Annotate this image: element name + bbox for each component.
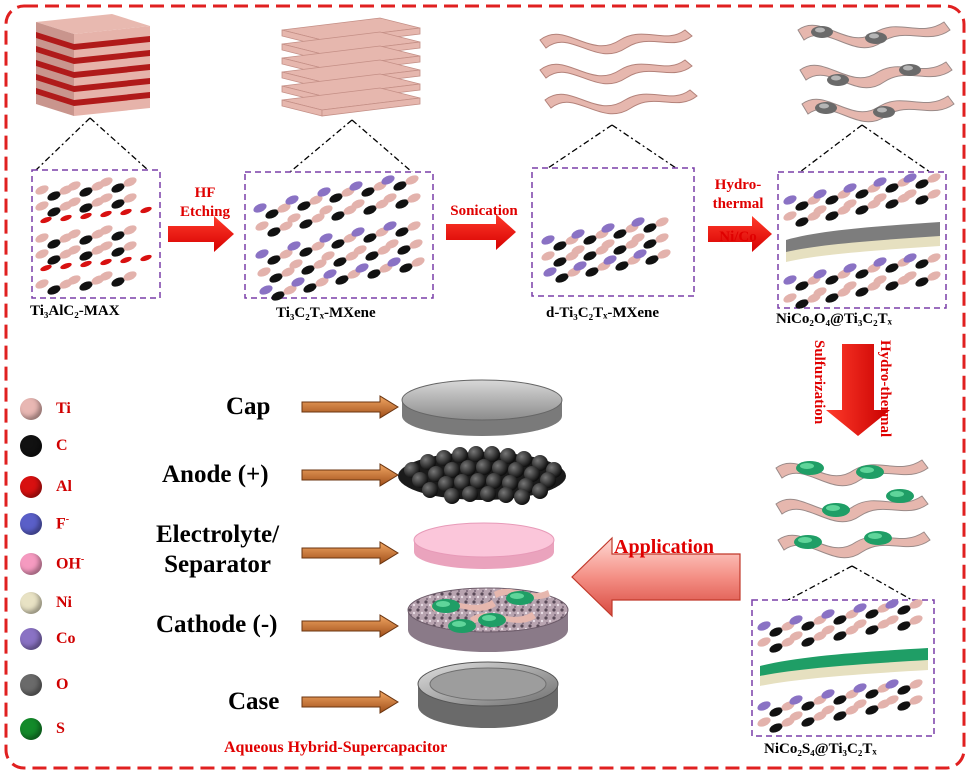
cathode-disc [407,587,569,652]
mxene-stack-illustration [281,17,421,117]
part-label-anode: Anode (+) [162,461,269,488]
hydrothermal-arrow [708,216,772,252]
legend-swatch [20,435,42,457]
legend-label: C [56,437,68,454]
legend-item: Co [20,624,76,654]
d-mxene-atomic-box [531,167,695,297]
legend-item: S [20,714,65,744]
legend-label: Co [56,630,76,647]
zoom-line [861,124,931,173]
legend-label: Ti [56,400,71,417]
part-label-cap: Cap [226,393,271,420]
nico2o4-sheets-illustration [797,21,955,123]
sulfurization-arrow [826,344,890,436]
zoom-line [35,117,91,171]
legend-label: Al [56,478,72,495]
part-label-electrolyte-separator: Electrolyte/ Separator [156,521,280,578]
stage-label-mxene: Ti₃C₂Tₓ-MXene [276,305,376,321]
case-disc [417,661,559,728]
legend-swatch [20,628,42,650]
legend-item: Ni [20,588,72,618]
zoom-line [289,119,353,173]
legend-item: O [20,670,68,700]
separator-disc [413,522,555,569]
device-pointer-arrows [301,395,399,714]
sulfurization-vertical-label: Sulfurization [811,340,827,425]
delaminated-sheets-illustration [539,29,698,115]
max-block-illustration [36,14,150,116]
legend-label: F- [56,514,70,533]
legend-item: F- [20,509,69,539]
hf-etching-arrow [168,216,234,252]
part-label-cathode: Cathode (-) [156,611,278,638]
legend-swatch [20,718,42,740]
sonication-arrow [446,214,516,250]
hydrothermal-label: Hydro- thermal Ni/Co [712,177,764,245]
legend-item: Ti [20,394,71,424]
outer-dashed-border [4,4,966,770]
anode-disc [398,446,566,505]
zoom-line [851,565,913,601]
stage-label-nico2s4: NiCo₂S₄@Ti₃C₂Tₓ [764,741,877,757]
legend-label: S [56,720,65,737]
stage-label-d-mxene: d-Ti₃C₂Tₓ-MXene [546,305,660,321]
part-label-case: Case [228,688,280,715]
hf-etching-label: HF Etching [179,185,230,220]
nico2o4-atomic-structure [781,171,943,311]
legend-swatch [20,553,42,575]
sonication-label: Sonication [450,203,518,219]
zoom-line [799,124,863,173]
legend-swatch [20,513,42,535]
cap-disc [401,379,563,436]
legend-item: OH- [20,549,84,579]
zoom-line [351,119,413,173]
zoom-line [787,565,853,601]
legend-item: C [20,431,68,461]
device-title: Aqueous Hybrid-Supercapacitor [224,739,448,756]
zoom-line [89,117,149,171]
hydrothermal-vertical-label: Hydro-thermal [877,340,893,438]
legend-swatch [20,592,42,614]
legend-swatch [20,476,42,498]
legend-label: O [56,676,69,693]
legend-label: Ni [56,594,72,611]
stage-label-nico2o4: NiCo₂O₄@Ti₃C₂Tₓ [776,311,892,327]
legend-swatch [20,398,42,420]
nico2s4-sheets-illustration [775,459,931,559]
legend-item: Al [20,472,72,502]
application-arrow [571,536,741,618]
legend-label: OH- [56,554,85,573]
application-label: Application [614,536,715,558]
zoom-line [611,124,677,169]
nico2s4-atomic-structure [755,597,928,735]
legend-swatch [20,674,42,696]
zoom-line [547,124,613,169]
stage-label-max: Ti₃AlC₂-MAX [30,303,120,319]
